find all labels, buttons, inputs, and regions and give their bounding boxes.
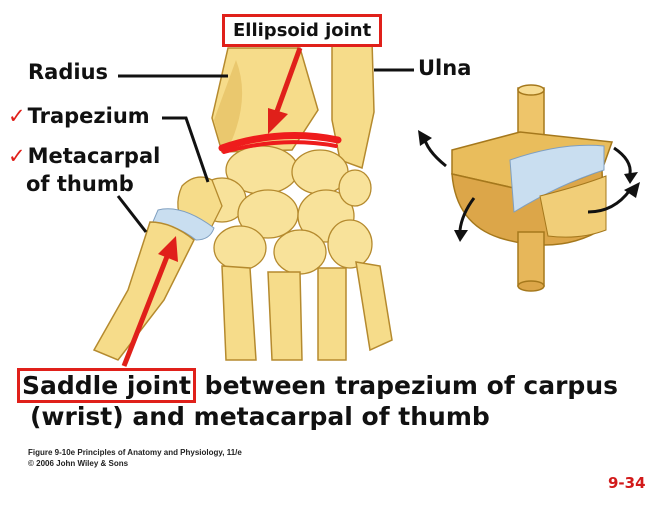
thumb-metacarpal-bone bbox=[92, 221, 195, 361]
checkmark-icon: ✓ bbox=[8, 104, 26, 128]
motion-arrowheads bbox=[418, 130, 640, 242]
ellipsoid-joint-label: Ellipsoid joint bbox=[222, 14, 383, 47]
trapezium-text: Trapezium bbox=[27, 104, 150, 128]
slide-number: 9-34 bbox=[608, 474, 646, 492]
ellipsoid-joint-model bbox=[451, 84, 614, 292]
caption-line-2: (wrist) and metacarpal of thumb bbox=[30, 402, 490, 431]
leader-lines bbox=[116, 68, 414, 233]
metacarpal-bones bbox=[221, 261, 393, 361]
checkmark-icon: ✓ bbox=[8, 144, 26, 168]
saddle-joint-highlight: Saddle joint bbox=[17, 368, 196, 403]
ellipsoid-joint-highlight bbox=[218, 132, 342, 152]
caption-line-1-rest: between trapezium of carpus bbox=[195, 371, 619, 400]
radius-label: Radius bbox=[28, 60, 109, 84]
metacarpal-text: Metacarpal bbox=[27, 144, 161, 168]
figure-credit: Figure 9-10e Principles of Anatomy and P… bbox=[28, 447, 242, 469]
ellipsoid-joint-highlight-inner bbox=[222, 140, 338, 154]
ulna-bone bbox=[331, 39, 375, 169]
credit-line-2: © 2006 John Wiley & Sons bbox=[28, 459, 129, 468]
trapezium-label: ✓Trapezium bbox=[8, 104, 150, 128]
credit-line-1: Figure 9-10e Principles of Anatomy and P… bbox=[28, 448, 242, 457]
carpal-bones bbox=[197, 145, 373, 275]
metacarpal-line-1: ✓Metacarpal bbox=[8, 142, 160, 170]
metacarpal-of-thumb-label: ✓Metacarpal of thumb bbox=[8, 142, 160, 198]
metacarpal-line-2: of thumb bbox=[26, 172, 134, 196]
ulna-label: Ulna bbox=[418, 56, 472, 80]
red-arrows bbox=[121, 47, 303, 367]
caption-line-1: Saddle joint between trapezium of carpus bbox=[17, 368, 619, 403]
radius-shading bbox=[214, 60, 243, 150]
caption: Saddle joint between trapezium of carpus… bbox=[17, 368, 619, 432]
